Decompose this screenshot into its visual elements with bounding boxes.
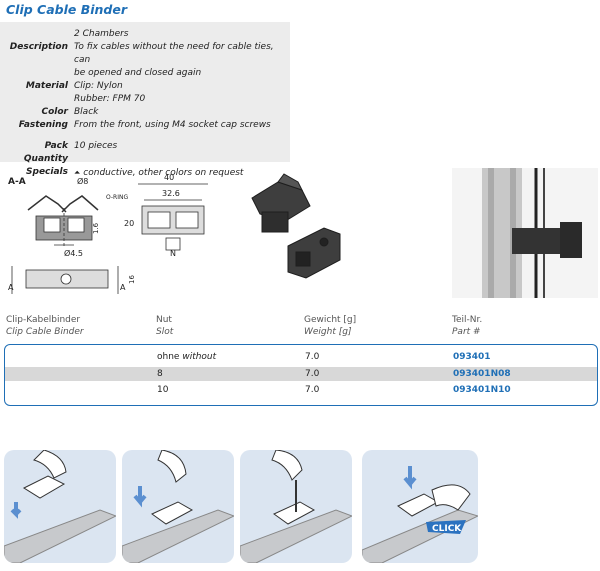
step-panel-3 (240, 450, 352, 563)
dim-w40: 40 (164, 173, 174, 182)
dim-h16a: 1.6 (92, 222, 100, 234)
spec-label-description: Description (9, 42, 68, 52)
dim-h20: 20 (124, 219, 134, 228)
arrow-a-right: A (120, 283, 126, 292)
technical-drawing: A-A Ø8 O-RING Ø4.5 1.6 40 32.6 20 N A A … (8, 173, 208, 294)
spec-label-pack-quantity: Pack Quantity (23, 141, 68, 164)
col-header-weight: Gewicht [g]Weight [g] (304, 315, 357, 337)
step-panel-4: CLICK (362, 450, 478, 563)
spec-label-material: Material (25, 81, 68, 91)
arrow-a-left: A (8, 283, 14, 292)
dim-n: N (170, 249, 176, 258)
part-number: 093401N08 (453, 369, 511, 379)
dim-d8: Ø8 (77, 176, 88, 186)
product-photo (251, 173, 341, 279)
part-number: 093401N10 (453, 385, 511, 395)
spec-chambers: 2 Chambers (74, 29, 129, 39)
spec-label-fastening: Fastening (18, 120, 68, 130)
table-row: ohne without 7.0 093401 (157, 352, 491, 362)
page-title: Clip Cable Binder (6, 2, 128, 17)
conductive-icon: ⏶ (74, 168, 81, 177)
parts-table: ohne without 7.0 093401 8 7.0 093401N08 … (4, 344, 598, 406)
section-label: A-A (8, 177, 26, 187)
click-label: CLICK (432, 524, 462, 534)
dim-d45: Ø4.5 (64, 248, 83, 258)
step-panel-2 (122, 450, 234, 563)
oring-label: O-RING (106, 194, 128, 201)
spec-label-specials: Specials (26, 167, 68, 177)
table-row: 10 7.0 093401N10 (157, 385, 511, 395)
spec-background (0, 22, 290, 162)
table-row: 8 7.0 093401N08 (5, 367, 597, 381)
part-number: 093401 (453, 352, 491, 362)
spec-label-color: Color (41, 107, 69, 117)
installed-photo (452, 168, 598, 298)
dim-h16b: 16 (128, 275, 136, 284)
dim-w326: 32.6 (162, 189, 180, 198)
col-header-part: Teil-Nr.Part # (452, 315, 483, 337)
step-panel-1 (4, 450, 116, 563)
